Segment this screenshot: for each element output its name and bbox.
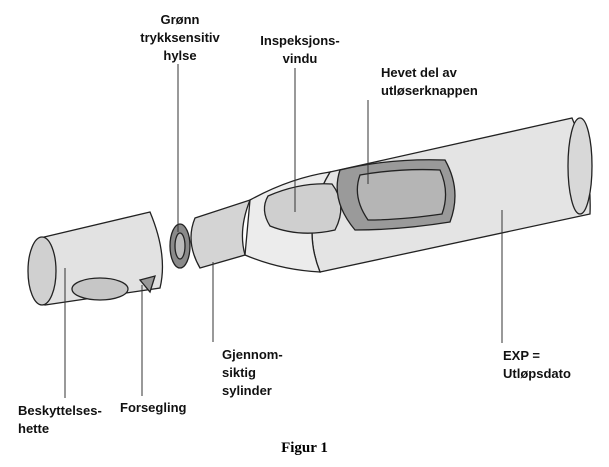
label-green-sleeve: Grønn trykksensitiv hylse [125, 11, 235, 65]
figure-caption: Figur 1 [281, 440, 328, 456]
label-line: EXP = [503, 348, 540, 363]
label-line: hette [18, 421, 50, 436]
label-line: Gjennom- [222, 347, 283, 362]
label-inspection-window: Inspeksjons- vindu [250, 32, 350, 68]
label-line: Hevet del av [381, 65, 457, 80]
label-line: Grønn [160, 12, 200, 27]
label-expiry: EXP = Utløpsdato [503, 347, 571, 383]
pen-end [567, 117, 593, 215]
protective-cap [39, 211, 164, 306]
label-line: hylse [163, 48, 197, 63]
label-line: utløserknappen [381, 83, 478, 98]
transparent-cylinder [190, 198, 252, 269]
label-line: Utløpsdato [503, 366, 571, 381]
leader-lines [64, 64, 503, 398]
inspection-window [263, 183, 342, 234]
label-line: Forsegling [120, 400, 187, 415]
label-line: vindu [282, 51, 318, 66]
label-line: Inspeksjons- [260, 33, 340, 48]
label-line: Beskyttelses- [18, 403, 102, 418]
cap-opening [71, 277, 129, 301]
label-protective-cap: Beskyttelses- hette [18, 402, 102, 438]
label-line: siktig [222, 365, 256, 380]
label-seal: Forsegling [120, 399, 186, 417]
label-line: trykksensitiv [140, 30, 220, 45]
label-transparent-cylinder: Gjennom- siktig sylinder [222, 346, 283, 400]
label-trigger-button: Hevet del av utløserknappen [381, 64, 478, 100]
label-line: sylinder [222, 383, 272, 398]
